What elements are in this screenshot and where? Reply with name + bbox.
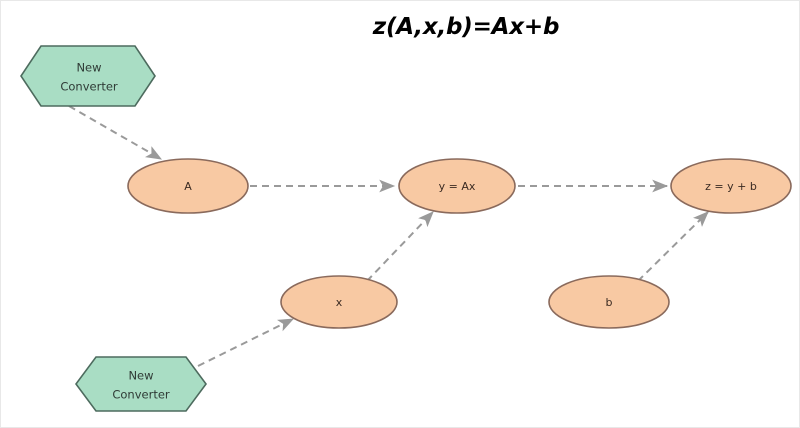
node-x[interactable]: x [280, 275, 398, 329]
ellipse-shape[interactable] [280, 275, 398, 329]
node-z-label: z = y + b [705, 180, 757, 193]
node-a-label: A [184, 180, 192, 193]
ellipse-shape[interactable] [670, 158, 792, 214]
page-title: z(A,x,b)=Ax+b [372, 14, 559, 40]
node-converter-bottom[interactable]: New Converter [75, 356, 207, 412]
edge-b-to-x[interactable] [637, 211, 709, 282]
edges-layer [68, 105, 709, 367]
converter-bottom-label-line1: New [128, 369, 153, 383]
nodes-layer: New Converter New Converter A y = Ax [20, 45, 792, 412]
converter-bottom-label-line2: Converter [112, 388, 170, 402]
node-a[interactable]: A [127, 158, 249, 214]
node-z[interactable]: z = y + b [670, 158, 792, 214]
hexagon-shape[interactable] [75, 356, 207, 412]
edge-converter-top-to-a[interactable] [68, 105, 163, 160]
hexagon-shape[interactable] [20, 45, 156, 107]
edge-converter-bottom-to-x[interactable] [197, 318, 295, 367]
ellipse-shape[interactable] [398, 158, 516, 214]
ellipse-shape[interactable] [548, 275, 670, 329]
converter-top-label-line1: New [76, 61, 101, 75]
node-converter-top[interactable]: New Converter [20, 45, 156, 107]
node-y[interactable]: y = Ax [398, 158, 516, 214]
node-b[interactable]: b [548, 275, 670, 329]
edge-x-to-y[interactable] [366, 211, 434, 282]
node-y-label: y = Ax [439, 180, 476, 193]
node-x-label: x [336, 296, 343, 309]
ellipse-shape[interactable] [127, 158, 249, 214]
converter-top-label-line2: Converter [60, 80, 118, 94]
node-b-label: b [606, 296, 613, 309]
